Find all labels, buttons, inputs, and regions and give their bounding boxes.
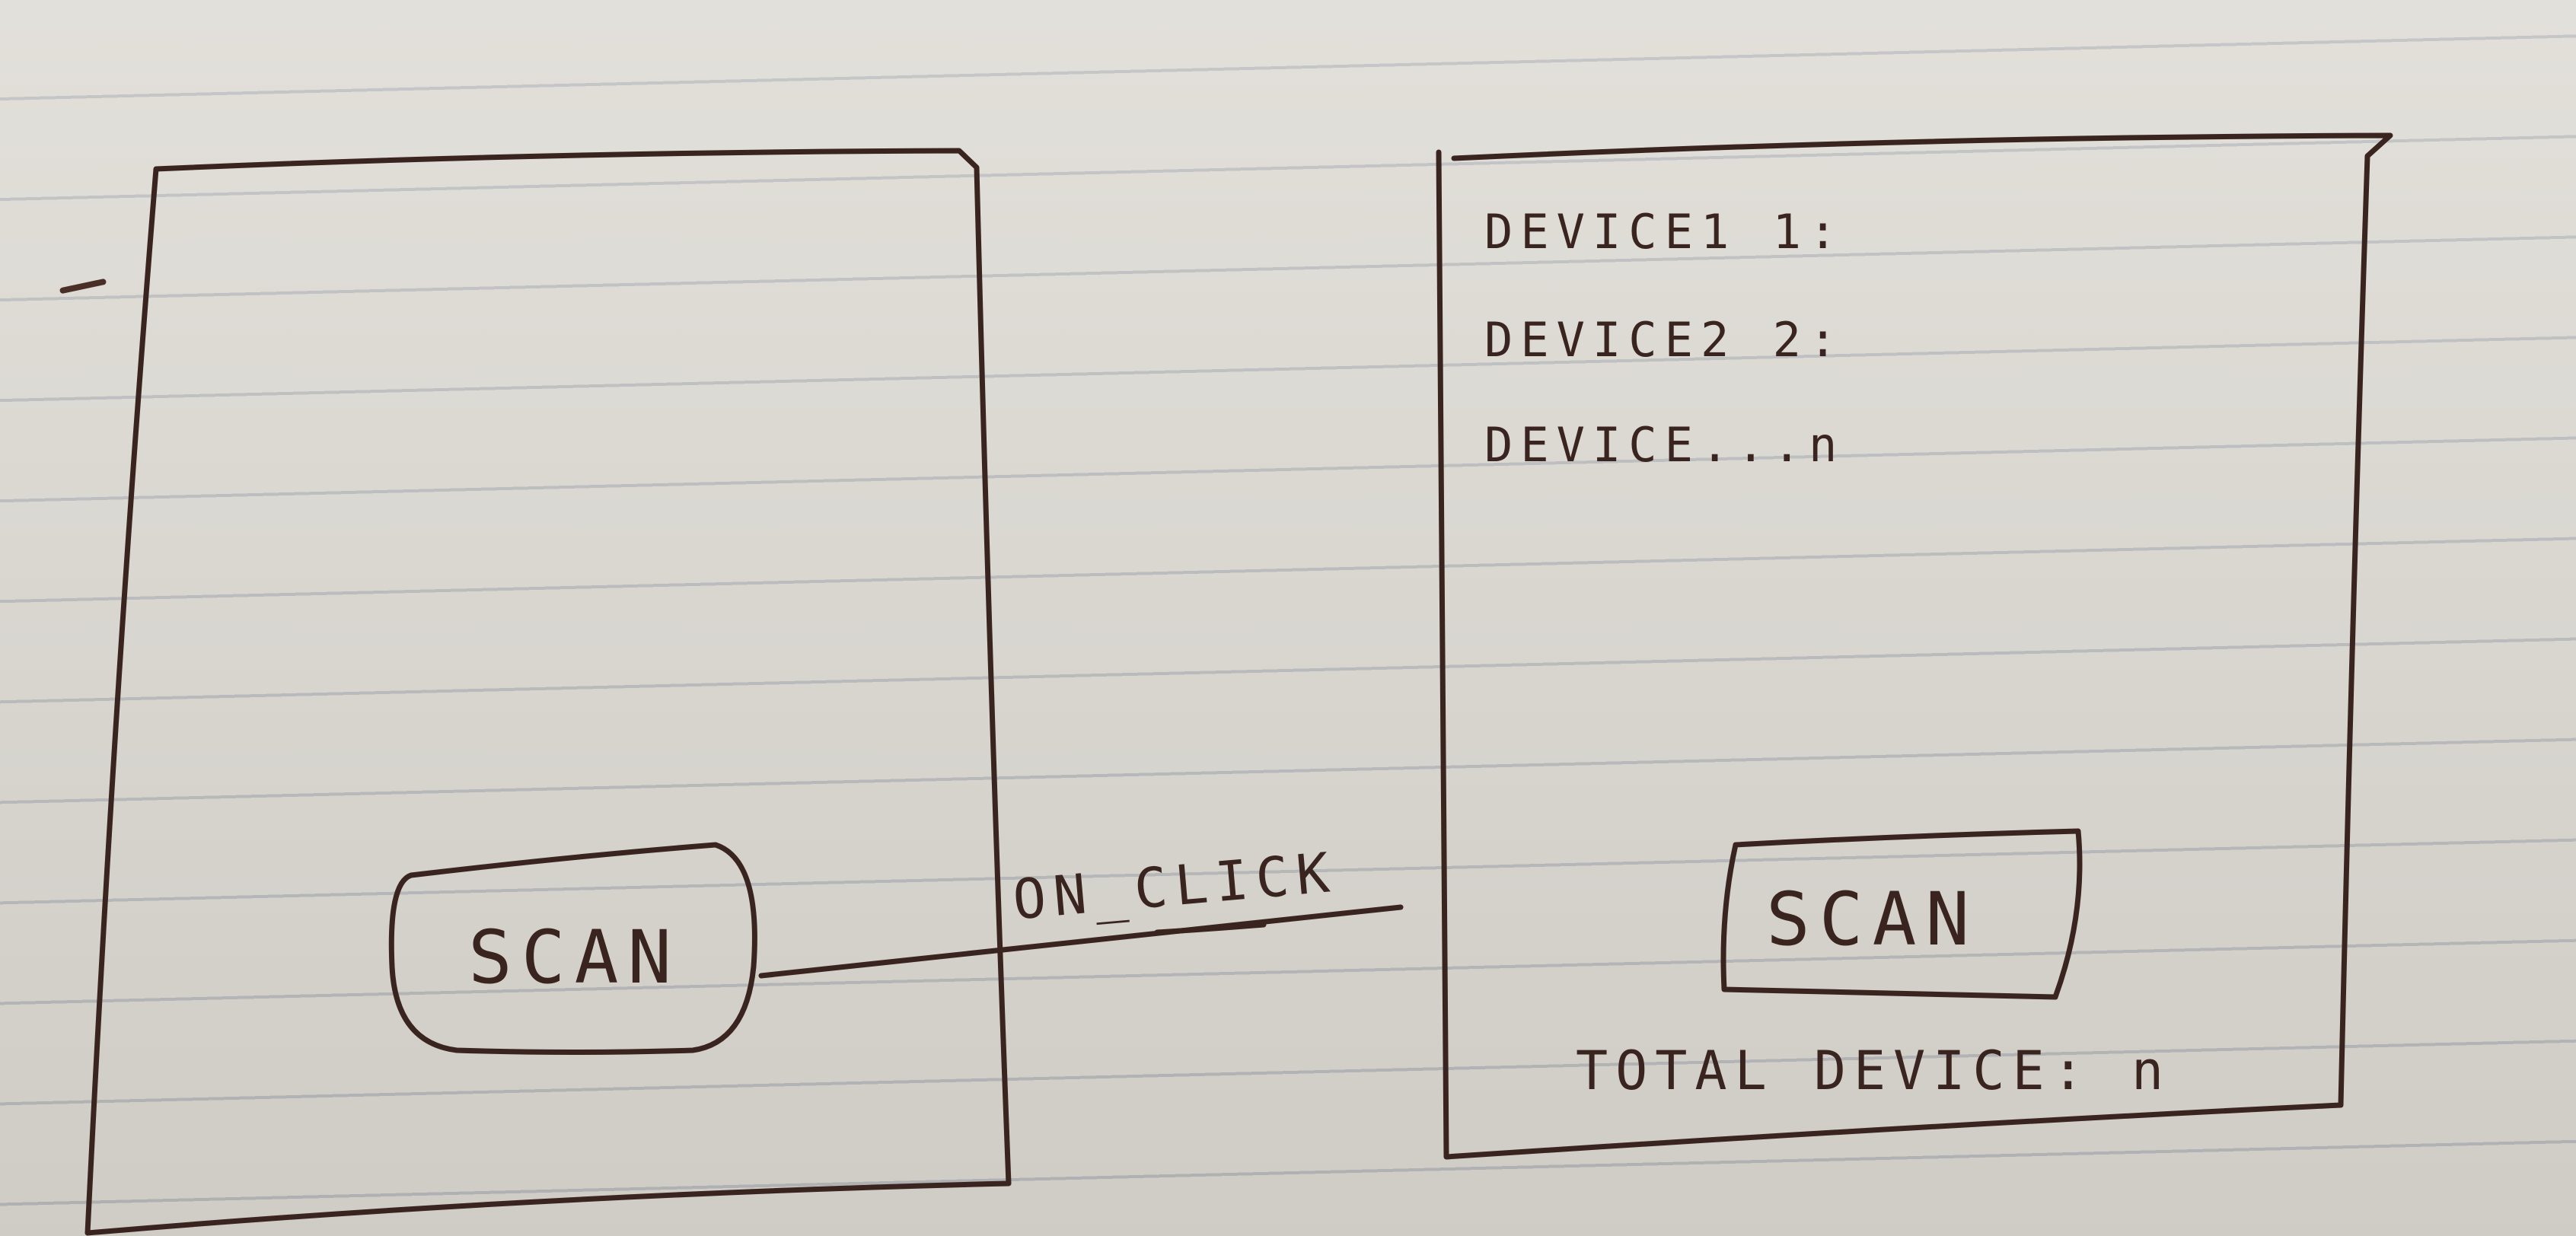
left-screen-frame [84,148,1012,1236]
left-scan-button[interactable]: SCAN [468,915,681,1000]
total-device-count: TOTAL DEVICE: n [1576,1040,2172,1102]
right-scan-button-outline [1720,828,2083,1000]
right-scan-button[interactable]: SCAN [1766,877,1979,962]
device-list-item: DEVICE...n [1484,417,1845,473]
device-list-item: DEVICE1 1: [1484,204,1845,260]
on-click-underline [1154,922,1267,935]
device-list-item: DEVICE2 2: [1484,312,1845,368]
on-click-connector [758,904,1404,979]
right-screen-frame [1436,132,2393,1160]
left-scan-button-outline [388,842,757,1055]
